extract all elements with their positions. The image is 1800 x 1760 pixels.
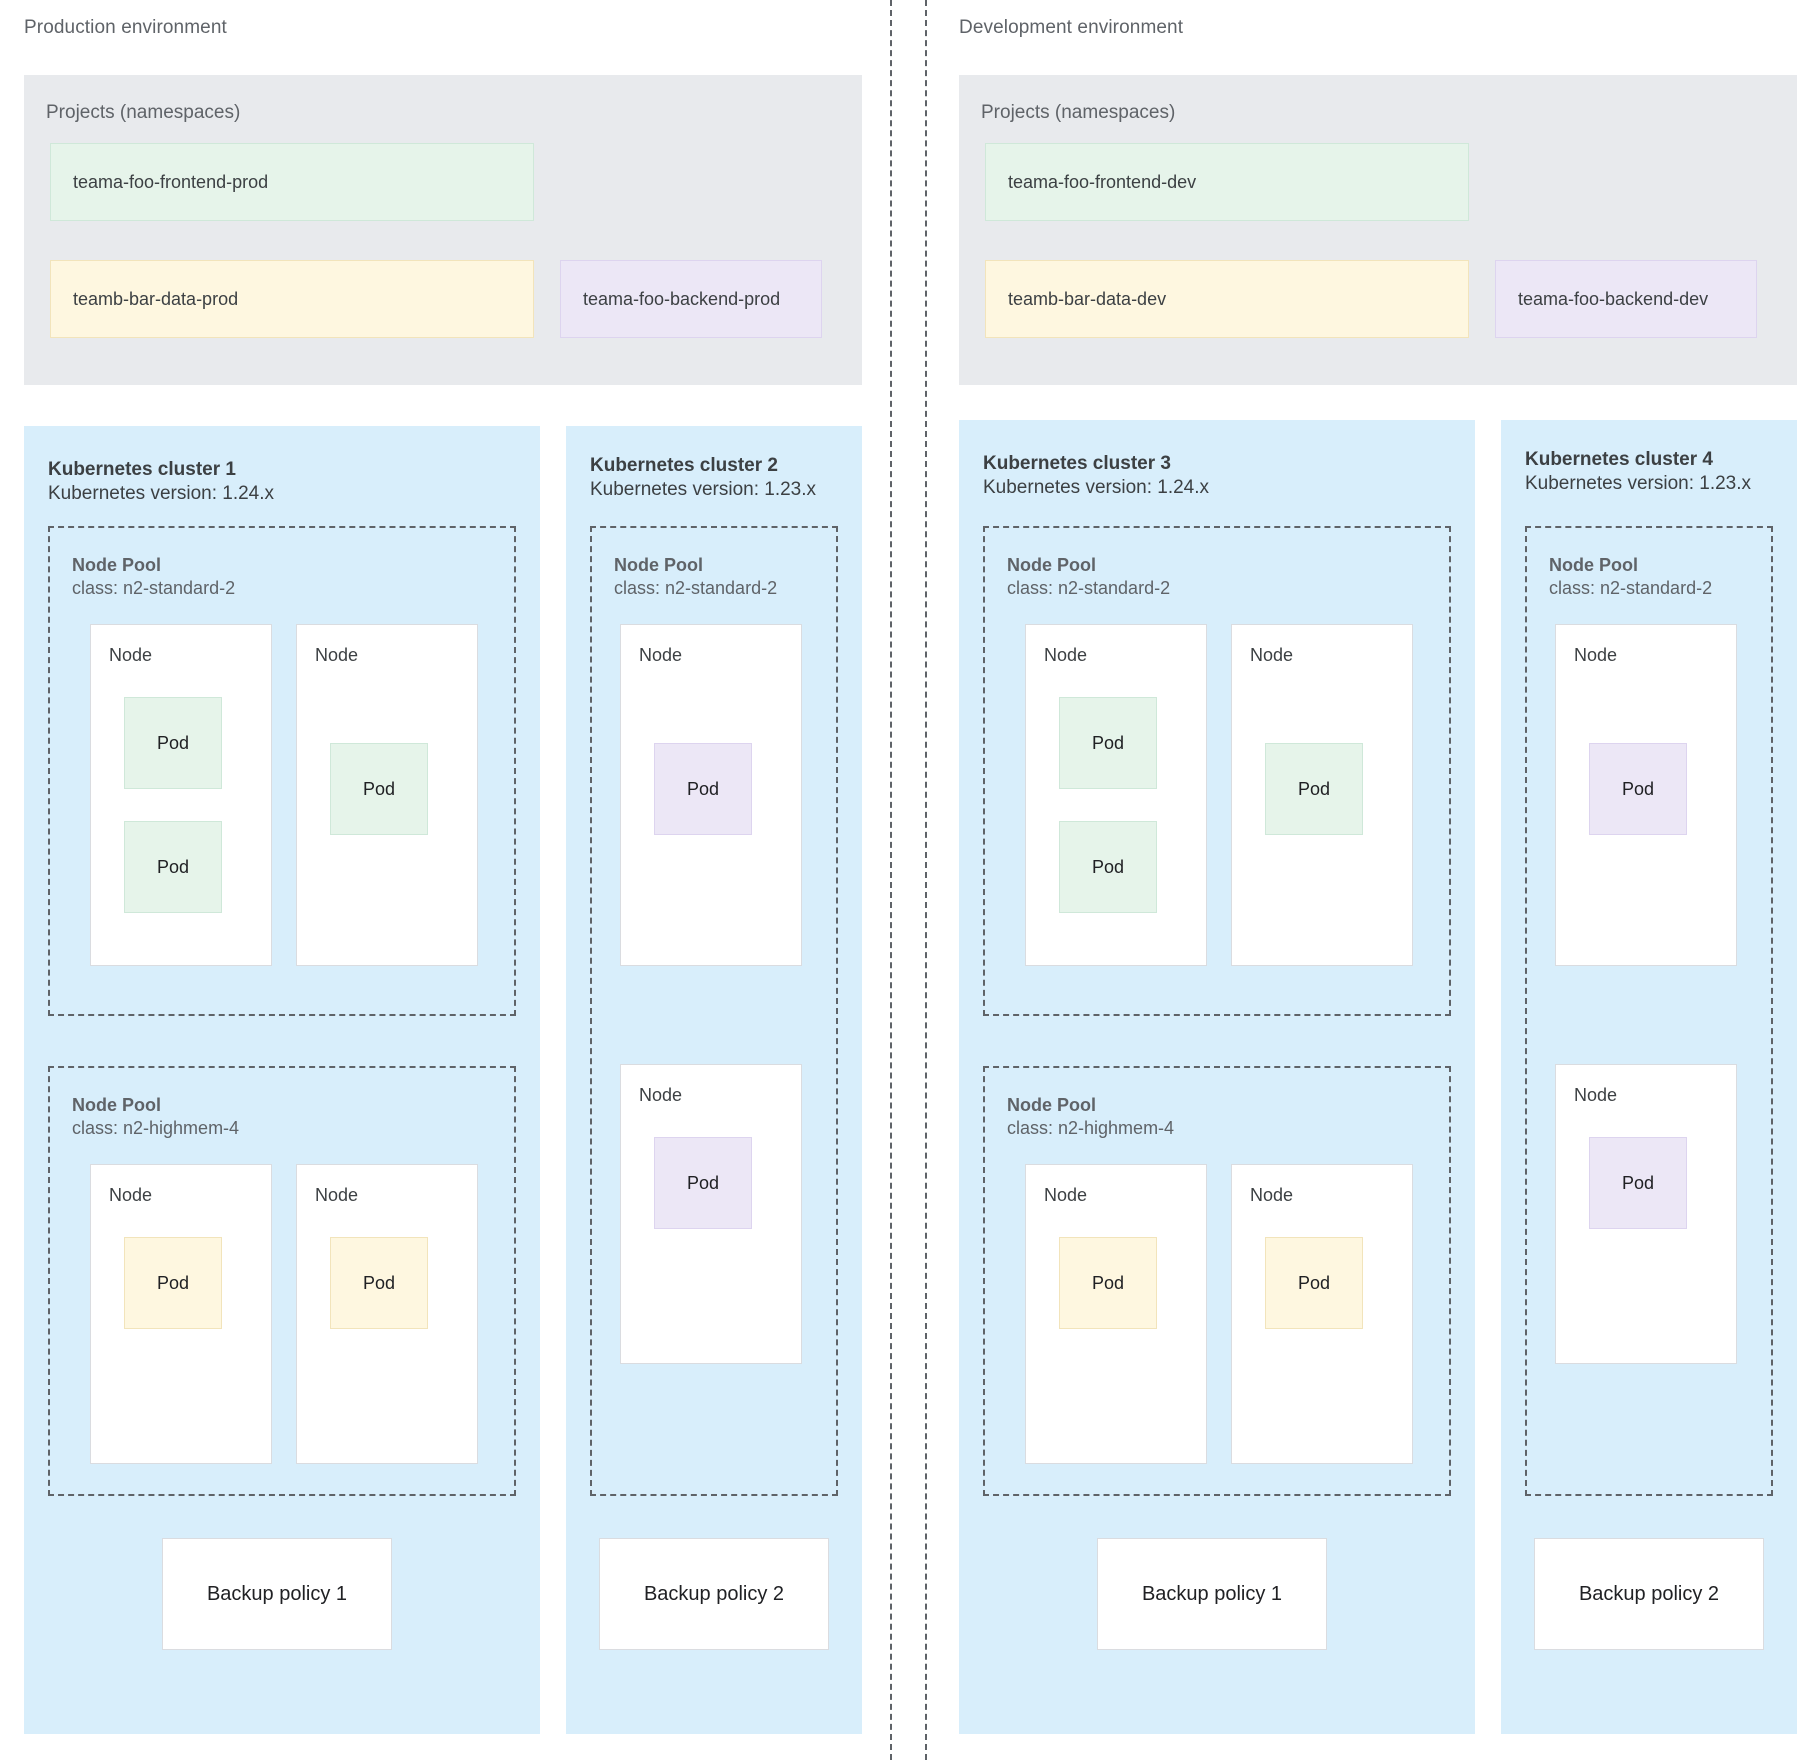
cluster-name: Kubernetes cluster 3: [983, 453, 1171, 474]
pod[interactable]: Pod: [654, 1137, 752, 1229]
node-label: Node: [1044, 1185, 1088, 1205]
node-label: Node: [109, 1185, 153, 1205]
backup-policy[interactable]: Backup policy 1: [1097, 1538, 1327, 1650]
node[interactable]: Node Pod: [1231, 624, 1413, 966]
development-environment: Development environment Projects (namesp…: [935, 0, 1800, 1760]
namespace-card[interactable]: teama-foo-frontend-prod: [50, 143, 534, 221]
cluster-version: Kubernetes version: 1.23.x: [590, 478, 817, 500]
node-pool-label: Node Pool class: n2-highmem-4: [1007, 1094, 1174, 1139]
node-pool-title: Node Pool: [72, 555, 161, 575]
namespace-card[interactable]: teamb-bar-data-prod: [50, 260, 534, 338]
node-pool-class: class: n2-standard-2: [1549, 577, 1713, 598]
cluster-header: Kubernetes cluster 3 Kubernetes version:…: [983, 452, 1209, 500]
node[interactable]: Node Pod: [1231, 1164, 1413, 1464]
kubernetes-cluster-3[interactable]: Kubernetes cluster 3 Kubernetes version:…: [959, 420, 1475, 1734]
pod[interactable]: Pod: [330, 1237, 428, 1329]
projects-panel: Projects (namespaces) teama-foo-frontend…: [959, 75, 1797, 385]
cluster-header: Kubernetes cluster 2 Kubernetes version:…: [590, 454, 816, 502]
node-pool-class: class: n2-standard-2: [1007, 577, 1171, 598]
pod[interactable]: Pod: [124, 821, 222, 913]
node-pool-class: class: n2-highmem-4: [72, 1117, 240, 1138]
node-pool[interactable]: Node Pool class: n2-standard-2 Node Pod …: [590, 526, 838, 1496]
backup-policy[interactable]: Backup policy 1: [162, 1538, 392, 1650]
pod[interactable]: Pod: [1265, 1237, 1363, 1329]
cluster-name: Kubernetes cluster 2: [590, 455, 778, 476]
cluster-header: Kubernetes cluster 4 Kubernetes version:…: [1525, 448, 1751, 496]
projects-panel-title: Projects (namespaces): [46, 102, 241, 123]
projects-panel-title: Projects (namespaces): [981, 102, 1176, 123]
node-pool-title: Node Pool: [1007, 1095, 1096, 1115]
namespace-card[interactable]: teama-foo-backend-prod: [560, 260, 822, 338]
node-label: Node: [1574, 1085, 1618, 1105]
production-environment: Production environment Projects (namespa…: [0, 0, 865, 1760]
node-pool-title: Node Pool: [614, 555, 703, 575]
node-pool-title: Node Pool: [1007, 555, 1096, 575]
node[interactable]: Node Pod: [1555, 624, 1737, 966]
node-pool-label: Node Pool class: n2-standard-2: [1549, 554, 1712, 599]
namespace-card[interactable]: teama-foo-backend-dev: [1495, 260, 1757, 338]
pod[interactable]: Pod: [654, 743, 752, 835]
node-pool[interactable]: Node Pool class: n2-standard-2 Node Pod …: [983, 526, 1451, 1016]
cluster-name: Kubernetes cluster 1: [48, 459, 236, 480]
node-pool[interactable]: Node Pool class: n2-standard-2 Node Pod …: [1525, 526, 1773, 1496]
projects-panel: Projects (namespaces) teama-foo-frontend…: [24, 75, 862, 385]
backup-policy[interactable]: Backup policy 2: [1534, 1538, 1764, 1650]
node-pool[interactable]: Node Pool class: n2-highmem-4 Node Pod N…: [48, 1066, 516, 1496]
node-pool-label: Node Pool class: n2-standard-2: [72, 554, 235, 599]
environment-divider-line-1: [890, 0, 892, 1760]
pod[interactable]: Pod: [124, 697, 222, 789]
node[interactable]: Node Pod Pod: [90, 624, 272, 966]
node-pool-title: Node Pool: [72, 1095, 161, 1115]
cluster-name: Kubernetes cluster 4: [1525, 449, 1713, 470]
node[interactable]: Node Pod Pod: [1025, 624, 1207, 966]
node-pool-class: class: n2-highmem-4: [1007, 1117, 1175, 1138]
node-label: Node: [315, 645, 359, 665]
node-pool-label: Node Pool class: n2-standard-2: [1007, 554, 1170, 599]
cluster-version: Kubernetes version: 1.24.x: [48, 482, 275, 504]
node[interactable]: Node Pod: [296, 1164, 478, 1464]
node-pool-class: class: n2-standard-2: [72, 577, 236, 598]
node[interactable]: Node Pod: [296, 624, 478, 966]
node-label: Node: [1044, 645, 1088, 665]
node-label: Node: [1574, 645, 1618, 665]
node-label: Node: [1250, 1185, 1294, 1205]
node[interactable]: Node Pod: [1555, 1064, 1737, 1364]
node-pool-label: Node Pool class: n2-highmem-4: [72, 1094, 239, 1139]
node-pool-label: Node Pool class: n2-standard-2: [614, 554, 777, 599]
pod[interactable]: Pod: [1059, 697, 1157, 789]
node-label: Node: [1250, 645, 1294, 665]
cluster-header: Kubernetes cluster 1 Kubernetes version:…: [48, 458, 274, 506]
node[interactable]: Node Pod: [620, 624, 802, 966]
kubernetes-cluster-4[interactable]: Kubernetes cluster 4 Kubernetes version:…: [1501, 420, 1797, 1734]
node[interactable]: Node Pod: [1025, 1164, 1207, 1464]
environment-title: Production environment: [24, 17, 227, 38]
node-pool-title: Node Pool: [1549, 555, 1638, 575]
pod[interactable]: Pod: [1059, 821, 1157, 913]
namespace-card[interactable]: teama-foo-frontend-dev: [985, 143, 1469, 221]
node-pool-class: class: n2-standard-2: [614, 577, 778, 598]
pod[interactable]: Pod: [1589, 743, 1687, 835]
node[interactable]: Node Pod: [90, 1164, 272, 1464]
backup-policy[interactable]: Backup policy 2: [599, 1538, 829, 1650]
node-label: Node: [639, 1085, 683, 1105]
pod[interactable]: Pod: [330, 743, 428, 835]
environment-title: Development environment: [959, 17, 1184, 38]
node-label: Node: [315, 1185, 359, 1205]
node-pool[interactable]: Node Pool class: n2-standard-2 Node Pod …: [48, 526, 516, 1016]
kubernetes-cluster-2[interactable]: Kubernetes cluster 2 Kubernetes version:…: [566, 426, 862, 1734]
pod[interactable]: Pod: [1059, 1237, 1157, 1329]
cluster-version: Kubernetes version: 1.23.x: [1525, 472, 1752, 494]
node-label: Node: [109, 645, 153, 665]
namespace-card[interactable]: teamb-bar-data-dev: [985, 260, 1469, 338]
kubernetes-cluster-1[interactable]: Kubernetes cluster 1 Kubernetes version:…: [24, 426, 540, 1734]
pod[interactable]: Pod: [1589, 1137, 1687, 1229]
node-label: Node: [639, 645, 683, 665]
node[interactable]: Node Pod: [620, 1064, 802, 1364]
node-pool[interactable]: Node Pool class: n2-highmem-4 Node Pod N…: [983, 1066, 1451, 1496]
pod[interactable]: Pod: [124, 1237, 222, 1329]
cluster-version: Kubernetes version: 1.24.x: [983, 476, 1210, 498]
pod[interactable]: Pod: [1265, 743, 1363, 835]
environment-divider-line-2: [925, 0, 927, 1760]
